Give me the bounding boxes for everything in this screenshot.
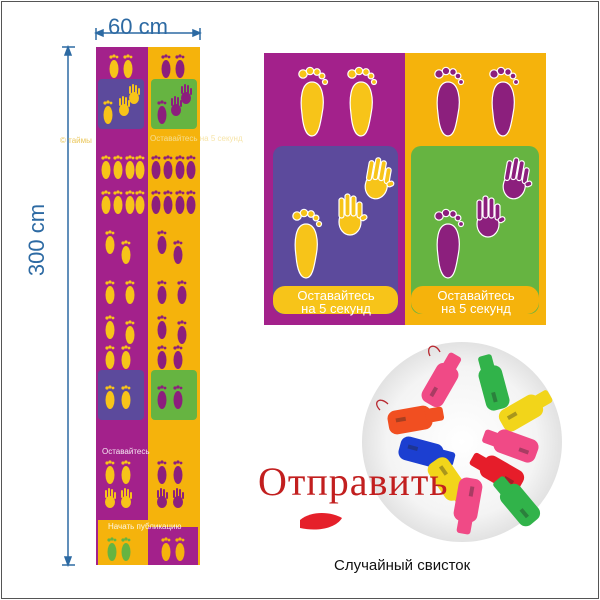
strip-label-top-left: © таймы [60, 136, 92, 145]
strip-label-bottom: Начать публикацию [108, 522, 182, 531]
send-overlay-text: Отправить [258, 459, 449, 504]
width-dimension-label: 60 cm [108, 14, 168, 39]
panel-left-text: Оставайтесь на 5 секунд [297, 288, 375, 316]
panel-right-text: Оставайтесь на 5 секунд [437, 288, 515, 316]
mat-strip [96, 47, 200, 565]
strip-label-mid: Оставайтесь [102, 447, 150, 456]
product-caption: Случайный свисток [334, 557, 471, 574]
strip-label-top-right: Оставайтесь на 5 секунд [150, 134, 243, 143]
